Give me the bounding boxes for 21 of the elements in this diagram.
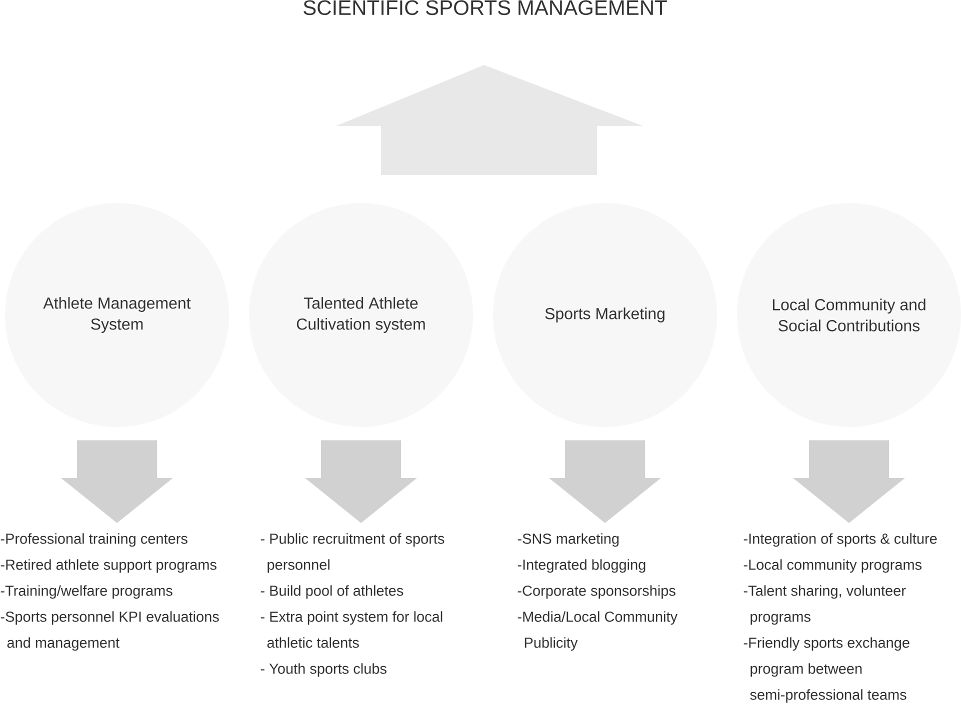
list-item: -Training/welfare programs — [0, 585, 172, 599]
list-item: -Integration of sports & culture — [744, 533, 937, 547]
list-item: -Professional training centers — [0, 533, 188, 547]
down-arrow — [305, 440, 417, 523]
list-item: - Build pool of athletes — [260, 585, 404, 599]
list-item: - Youth sports clubs — [260, 663, 386, 677]
list-item: -Local community programs — [744, 559, 922, 573]
down-arrow — [61, 440, 173, 523]
title: SCIENTIFIC SPORTS MANAGEMENT — [304, 0, 667, 16]
down-arrow — [549, 440, 661, 523]
list-item: -SNS marketing — [518, 533, 619, 547]
list-item: - Extra point system for local athletic talents — [260, 611, 442, 648]
list-item: - Public recruitment of sports personnel — [260, 533, 444, 573]
list-item: -Integrated blogging — [518, 559, 646, 573]
list-item: -Friendly sports exchange program between semi-professional teams — [744, 637, 910, 703]
list-item: -Corporate sponsorships — [518, 585, 676, 599]
list-item: -Retired athlete support programs — [0, 559, 216, 573]
down-arrow — [793, 440, 905, 523]
list-item: -Talent sharing, volunteer programs — [744, 585, 906, 625]
list-item: -Sports personnel KPI evaluations and management — [0, 611, 219, 651]
list-item: -Media/Local Community Publicity — [518, 611, 678, 651]
